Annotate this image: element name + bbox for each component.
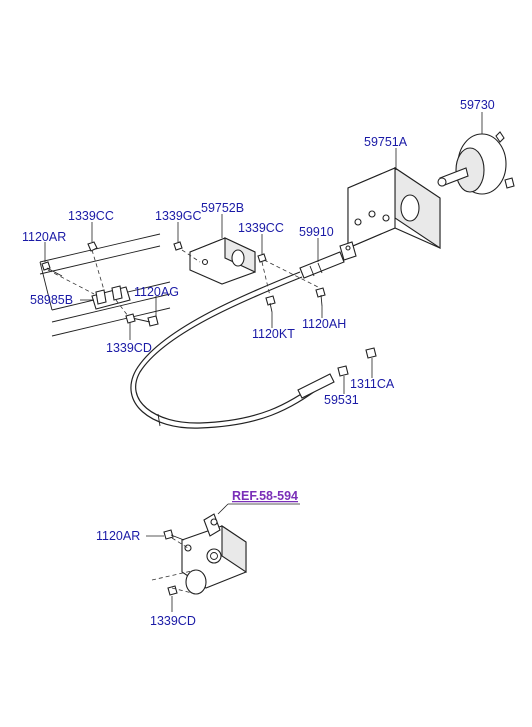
label-58985b: 58985B [30,293,73,307]
label-1120kt: 1120KT [252,327,295,341]
label-59910: 59910 [299,225,334,239]
nut-1339cd-top [125,313,136,324]
label-1120ag: 1120AG [134,285,179,299]
nut-1311ca [365,347,377,359]
bolt-1120ag [131,315,159,327]
label-1311ca: 1311CA [350,377,395,391]
reference-label[interactable]: REF.58-594 [232,489,298,503]
nut-1339gc [173,241,183,251]
label-1120ar-top: 1120AR [22,230,66,244]
bracket-58985b [91,285,131,310]
bracket-59751a [347,166,441,250]
label-59752b: 59752B [201,201,244,215]
label-59730: 59730 [460,98,495,112]
assembly-dashed-lines [47,249,321,595]
label-1339cc-left: 1339CC [68,209,114,223]
label-1120ar-bottom: 1120AR [96,529,140,543]
label-1339gc: 1339GC [155,209,202,223]
bracket-assembly-lower [181,513,247,595]
nut-1339cc-left [87,241,98,252]
label-1339cc-mid: 1339CC [238,221,284,235]
label-1120ah: 1120AH [302,317,346,331]
bolt-1120ar-bottom [163,529,185,541]
label-59751a: 59751A [364,135,408,149]
label-1339cd-top: 1339CD [106,341,152,355]
actuator-59730 [437,131,515,195]
bolt-1120kt [265,295,276,313]
cable-assembly [130,271,335,429]
label-1339cd-bottom: 1339CD [150,614,196,628]
label-59531: 59531 [324,393,359,407]
bolt-1120ar-top [41,261,63,277]
bolt-1120ah [315,287,326,307]
clevis-59910 [299,241,357,279]
nut-1339cd-bottom [167,585,178,596]
leader-lines [44,112,483,612]
bracket-59752b [189,237,256,285]
nut-59531 [337,365,349,377]
